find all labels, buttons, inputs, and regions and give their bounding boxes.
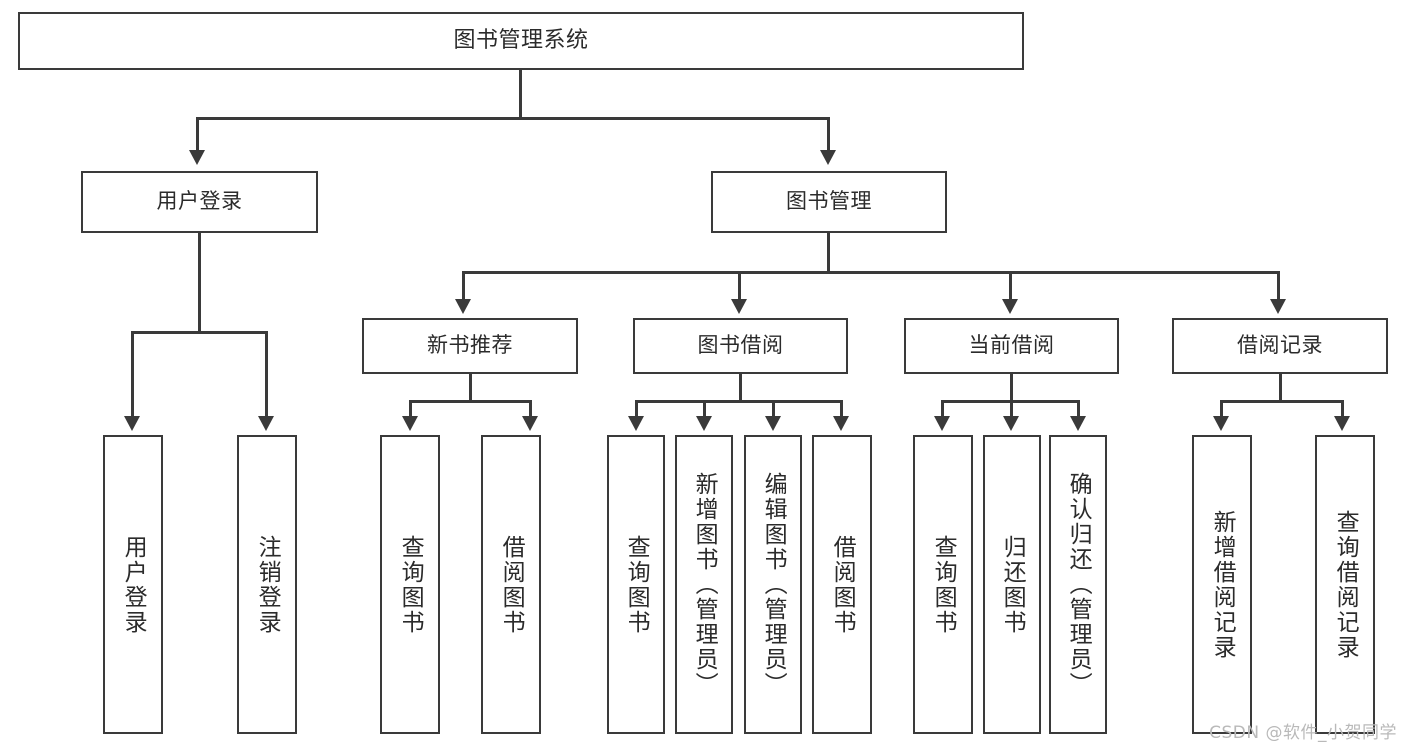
arrowhead-user-login-leaf2: [258, 416, 274, 431]
arrowhead-user-login-leaf1: [124, 416, 140, 431]
node-label: 当前借阅: [968, 333, 1055, 358]
connector-root-trunk: [519, 70, 522, 118]
node-book-manage[interactable]: 图书管理: [711, 171, 947, 233]
connector-user-login-leaf2: [265, 331, 268, 416]
arrowhead-book-borrow-leaf2: [696, 416, 712, 431]
node-root-system[interactable]: 图书管理系统: [18, 12, 1024, 70]
arrowhead-current-borrow-leaf2: [1003, 416, 1019, 431]
node-new-book-rec[interactable]: 新书推荐: [362, 318, 578, 374]
node-label: 新增借阅记录: [1209, 509, 1236, 660]
node-label: 查询图书: [623, 534, 650, 635]
leaf-book-borrow-1[interactable]: 查询图书: [607, 435, 665, 734]
arrowhead-root-to-user-login: [189, 150, 205, 165]
connector-current-borrow-trunk: [1010, 374, 1013, 402]
node-label: 借阅图书: [498, 534, 525, 635]
arrowhead-book-manage-c1: [455, 299, 471, 314]
connector-current-borrow-leaf2: [1010, 400, 1013, 416]
leaf-new-book-2[interactable]: 借阅图书: [481, 435, 541, 734]
connector-current-borrow-leaf1: [941, 400, 944, 416]
node-current-borrow[interactable]: 当前借阅: [904, 318, 1119, 374]
connector-borrow-record-trunk: [1279, 374, 1282, 402]
arrowhead-book-borrow-leaf1: [628, 416, 644, 431]
connector-book-manage-bar: [462, 271, 1280, 274]
node-label: 借阅图书: [829, 534, 856, 635]
leaf-current-borrow-2[interactable]: 归还图书: [983, 435, 1041, 734]
arrowhead-borrow-record-leaf1: [1213, 416, 1229, 431]
connector-current-borrow-leaf3: [1077, 400, 1080, 416]
connector-new-book-leaf2: [529, 400, 532, 416]
node-label: 归还图书: [999, 534, 1026, 635]
leaf-user-login-1[interactable]: 用户登录: [103, 435, 163, 734]
arrowhead-book-borrow-leaf3: [765, 416, 781, 431]
connector-book-manage-trunk: [827, 233, 830, 273]
arrowhead-borrow-record-leaf2: [1334, 416, 1350, 431]
leaf-user-login-2[interactable]: 注销登录: [237, 435, 297, 734]
leaf-book-borrow-2[interactable]: 新增图书（管理员）: [675, 435, 733, 734]
arrowhead-book-borrow-leaf4: [833, 416, 849, 431]
arrowhead-book-manage-c3: [1002, 299, 1018, 314]
connector-book-borrow-leaf2: [703, 400, 706, 416]
node-book-borrow[interactable]: 图书借阅: [633, 318, 848, 374]
connector-borrow-record-bar: [1220, 400, 1344, 403]
connector-user-login-trunk: [198, 233, 201, 333]
arrowhead-new-book-leaf1: [402, 416, 418, 431]
node-user-login[interactable]: 用户登录: [81, 171, 318, 233]
arrowhead-new-book-leaf2: [522, 416, 538, 431]
node-label: 图书借阅: [697, 333, 784, 358]
node-label: 确认归还（管理员）: [1065, 472, 1092, 697]
node-label: 注销登录: [254, 534, 281, 635]
connector-user-login-bar: [131, 331, 267, 334]
connector-root-to-book-manage: [827, 117, 830, 150]
node-label: 用户登录: [156, 189, 243, 214]
node-label: 编辑图书（管理员）: [760, 472, 787, 697]
connector-user-login-leaf1: [131, 331, 134, 416]
node-label: 图书管理系统: [453, 28, 589, 54]
connector-book-manage-c1: [462, 271, 465, 299]
node-label: 查询图书: [930, 534, 957, 635]
node-label: 用户登录: [120, 534, 147, 635]
arrowhead-book-manage-c2: [731, 299, 747, 314]
connector-borrow-record-leaf1: [1220, 400, 1223, 416]
leaf-book-borrow-4[interactable]: 借阅图书: [812, 435, 872, 734]
connector-book-borrow-leaf3: [772, 400, 775, 416]
leaf-current-borrow-3[interactable]: 确认归还（管理员）: [1049, 435, 1107, 734]
connector-new-book-leaf1: [409, 400, 412, 416]
connector-book-borrow-leaf1: [635, 400, 638, 416]
leaf-borrow-record-2[interactable]: 查询借阅记录: [1315, 435, 1375, 734]
connector-new-book-bar: [409, 400, 532, 403]
node-label: 查询图书: [397, 534, 424, 635]
connector-root-to-user-login: [196, 117, 199, 150]
connector-book-manage-c2: [738, 271, 741, 299]
node-label: 查询借阅记录: [1332, 509, 1359, 660]
node-label: 新增图书（管理员）: [691, 472, 718, 697]
leaf-book-borrow-3[interactable]: 编辑图书（管理员）: [744, 435, 802, 734]
node-borrow-record[interactable]: 借阅记录: [1172, 318, 1388, 374]
arrowhead-current-borrow-leaf1: [934, 416, 950, 431]
node-label: 新书推荐: [427, 333, 513, 358]
connector-book-manage-c4: [1277, 271, 1280, 299]
connector-book-borrow-trunk: [739, 374, 742, 402]
connector-root-bar: [196, 117, 830, 120]
connector-borrow-record-leaf2: [1341, 400, 1344, 416]
connector-book-borrow-bar: [635, 400, 843, 403]
connector-book-borrow-leaf4: [840, 400, 843, 416]
node-label: 借阅记录: [1237, 333, 1323, 358]
arrowhead-root-to-book-manage: [820, 150, 836, 165]
node-label: 图书管理: [786, 189, 872, 214]
connector-book-manage-c3: [1009, 271, 1012, 299]
leaf-current-borrow-1[interactable]: 查询图书: [913, 435, 973, 734]
arrowhead-book-manage-c4: [1270, 299, 1286, 314]
arrowhead-current-borrow-leaf3: [1070, 416, 1086, 431]
connector-new-book-trunk: [469, 374, 472, 402]
leaf-borrow-record-1[interactable]: 新增借阅记录: [1192, 435, 1252, 734]
leaf-new-book-1[interactable]: 查询图书: [380, 435, 440, 734]
